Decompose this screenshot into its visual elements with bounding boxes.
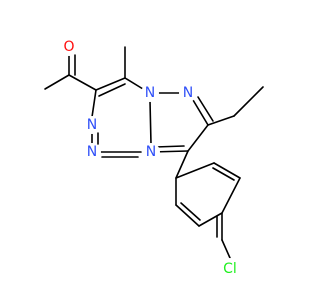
bond-c3p-phenyl (175, 150, 189, 179)
atom-Cl1: Cl (219, 258, 241, 280)
bond-ph-c5-c6-inner (212, 167, 235, 181)
bond-c2-ethyl-ch2 (207, 115, 235, 126)
atom-label-oxygen: O (63, 39, 74, 55)
bond-ph-c3-c4 (198, 212, 223, 227)
bond-methyl-carbonyl (44, 74, 70, 90)
bond-ph-c2-c3 (175, 204, 200, 227)
bond-c3p-c8a-inner (154, 145, 185, 148)
bond-ph-c2-c3-inner (180, 202, 201, 221)
atom-N1: N (141, 84, 159, 102)
atom-label-nitrogen-triazine-3: N (146, 144, 156, 160)
atom-O1: O (60, 38, 78, 56)
bond-ph-c4-c5 (221, 177, 241, 214)
bond-c3-c4 (95, 77, 126, 91)
bond-n1-c8a (149, 100, 152, 145)
atom-N3: N (83, 116, 101, 134)
atom-label-chlorine: Cl (223, 261, 237, 277)
molecule-structure-diagram: O N N N N N Cl (44, 38, 264, 280)
bond-carbonyl-c3 (68, 74, 97, 91)
atom-N5: N (142, 143, 160, 161)
atom-label-layer: O N N N N N Cl (60, 38, 241, 280)
atom-label-nitrogen-pyrazole: N (183, 85, 193, 101)
bond-n2-c2-inner (197, 96, 214, 122)
molecule-svg: O N N N N N Cl (44, 38, 264, 280)
bond-layer (44, 46, 264, 259)
atom-N2: N (179, 84, 197, 102)
bond-ph-cl (221, 239, 231, 259)
bond-n2-c2 (192, 99, 209, 126)
atom-N4: N (83, 143, 101, 161)
bond-c4-n1 (124, 77, 144, 90)
atom-label-nitrogen-triazine-2: N (87, 144, 97, 160)
bond-ph-c5-c6 (213, 162, 241, 179)
bond-ph-c6-c1 (175, 162, 215, 179)
atom-label-nitrogen-triazine-1: N (87, 117, 97, 133)
bond-c2-c3p (187, 124, 209, 152)
bond-c3-n3 (91, 89, 97, 118)
bond-ethyl-ch2-ch3 (233, 86, 264, 117)
bond-c3-c4-inner (98, 83, 126, 97)
atom-label-nitrogen-bridgehead: N (145, 85, 155, 101)
